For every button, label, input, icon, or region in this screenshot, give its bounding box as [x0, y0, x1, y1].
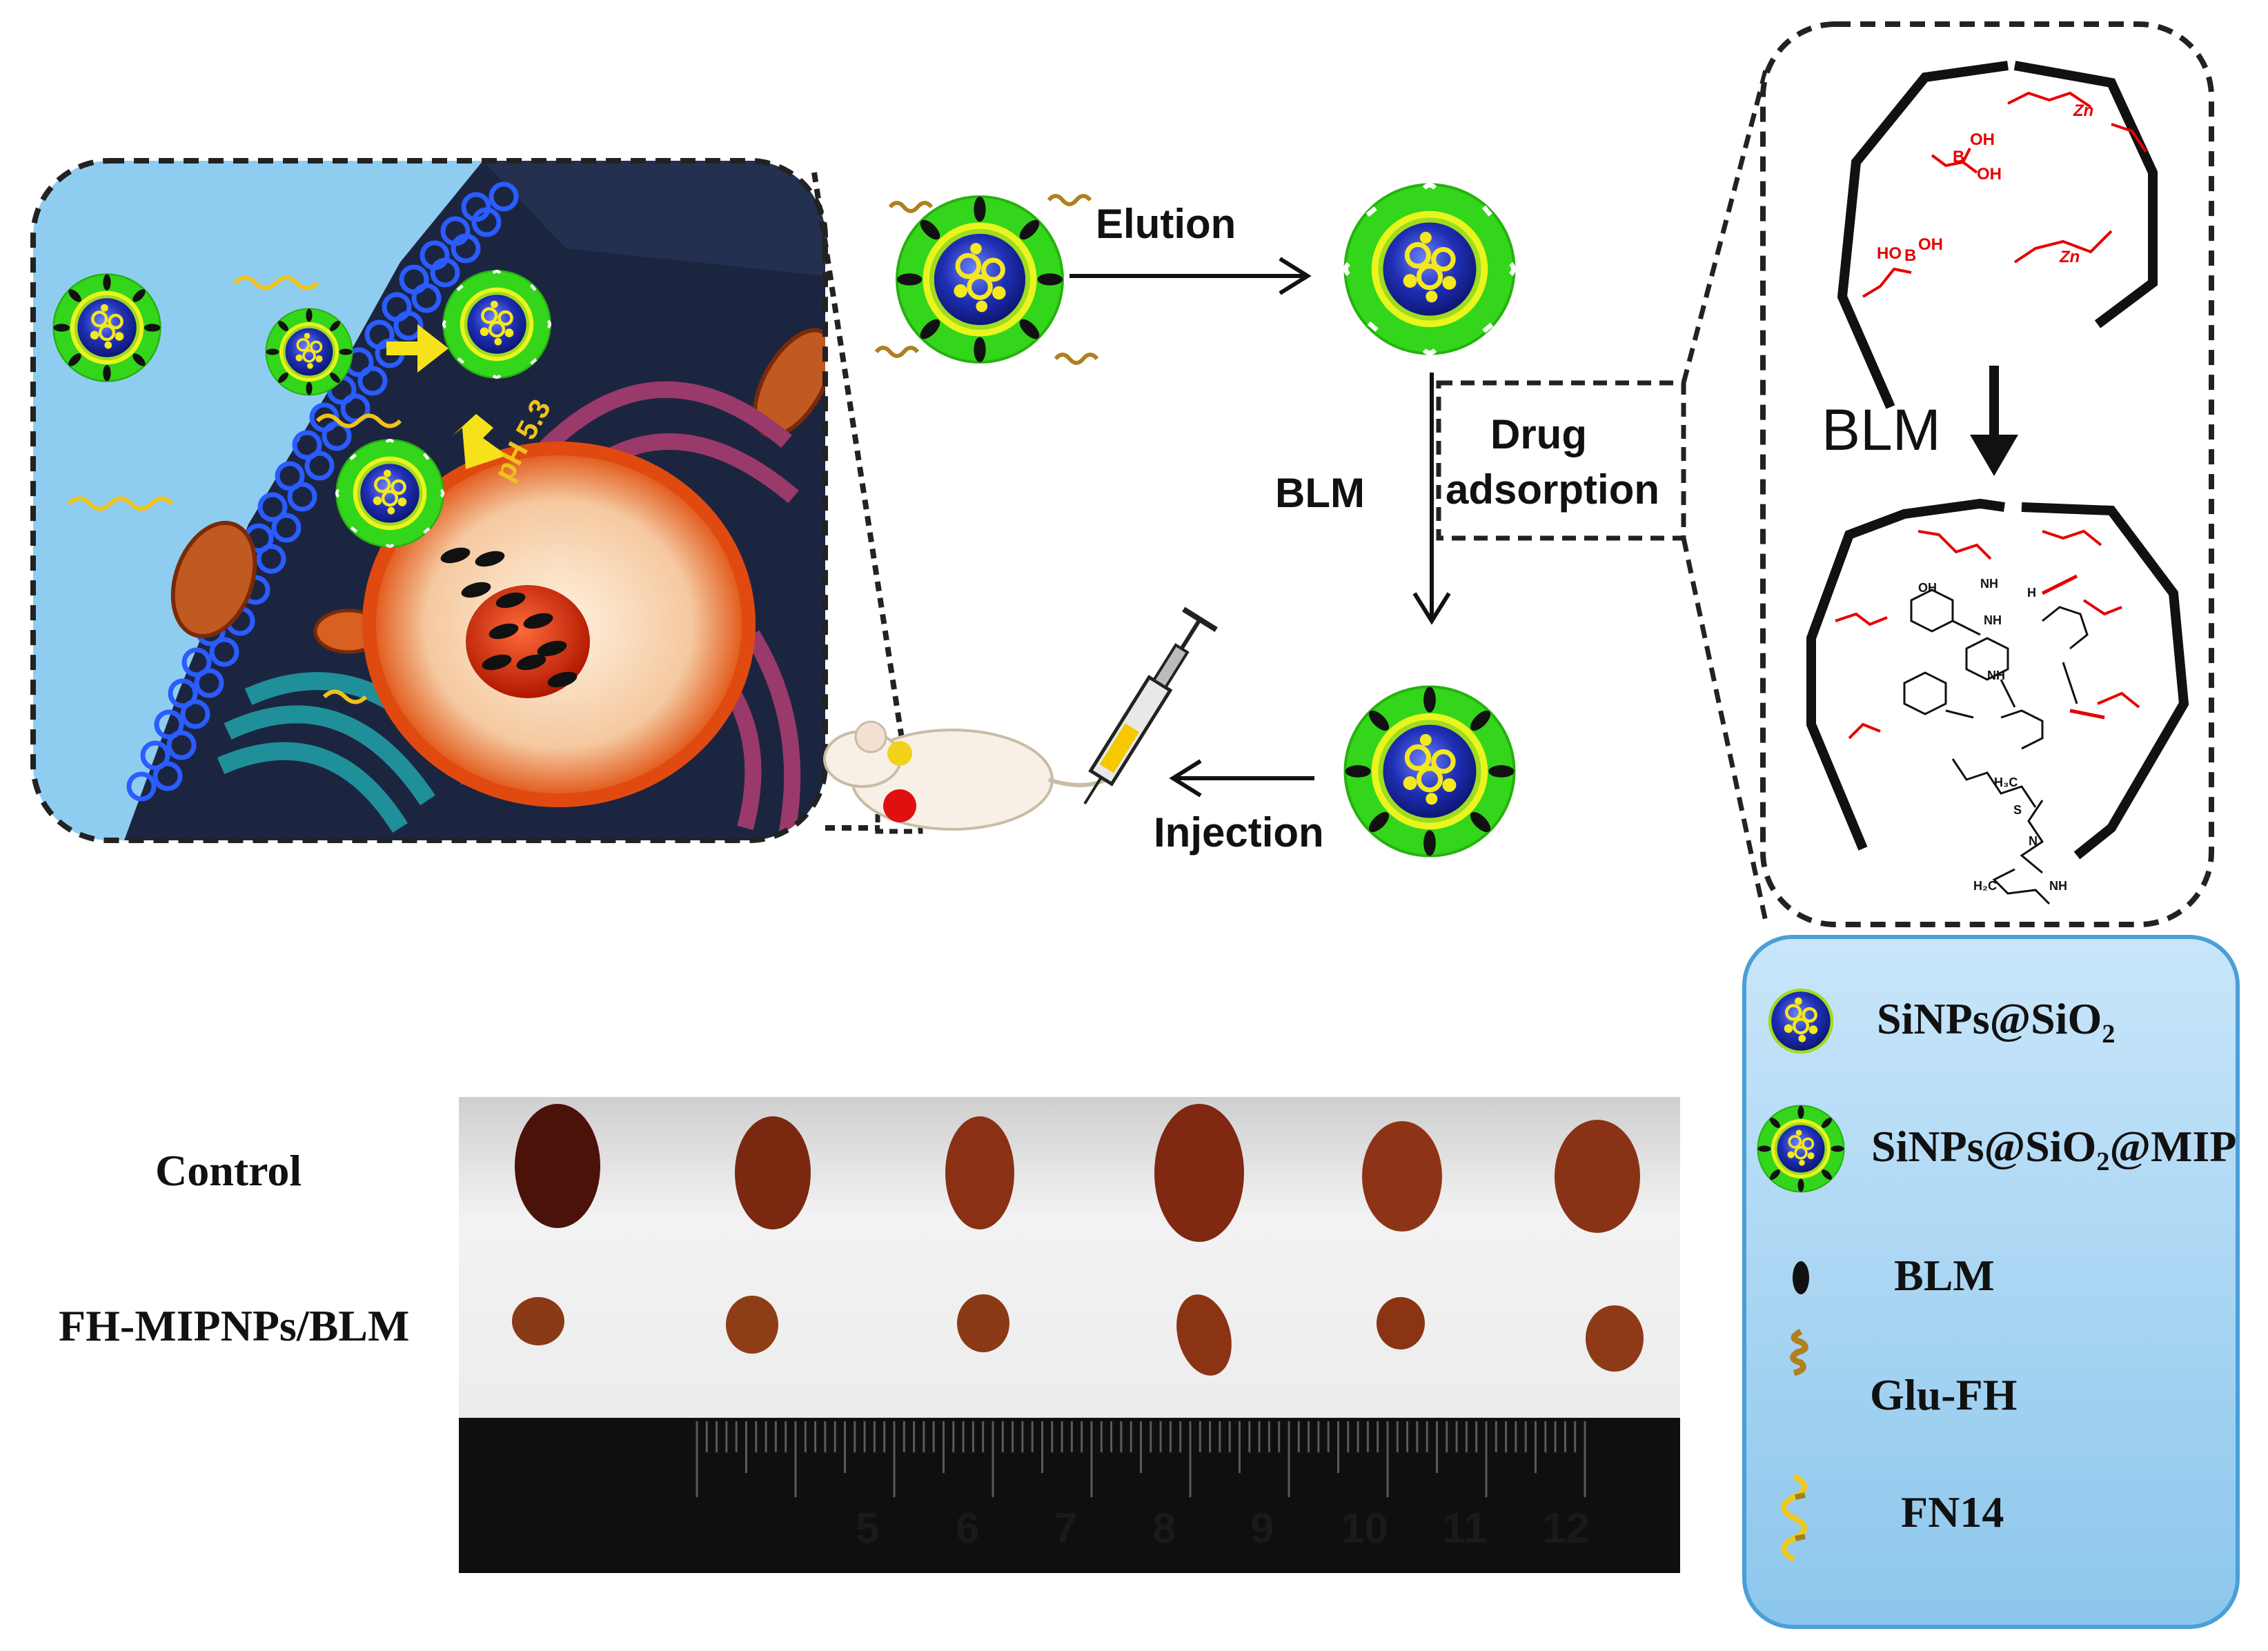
fn14-receptors — [67, 275, 402, 704]
legend-label-glu-fh: Glu-FH — [1870, 1370, 2018, 1419]
ruler-ticks — [696, 1421, 1586, 1497]
cell-np-1 — [54, 275, 161, 382]
cell-np-4 — [337, 440, 444, 547]
injection-arrow — [1169, 759, 1314, 798]
empty-cavity-chem-labels: OH OH B HO B OH Zn Zn — [1877, 101, 2093, 266]
chem-label-nh2: NH — [1984, 613, 2002, 627]
legend-label-blm: BLM — [1894, 1251, 1995, 1300]
ruler-number-8: 8 — [1152, 1505, 1176, 1552]
chem-label-n: N — [2029, 834, 2038, 848]
mip-nanoparticle-icon — [1758, 1106, 1844, 1192]
mitochondrion-1 — [170, 520, 257, 639]
zoom-connector-top — [811, 172, 907, 753]
elution-arrow — [1069, 257, 1312, 295]
syringe-icon — [1083, 606, 1218, 805]
np-eluted — [1345, 185, 1515, 354]
cell-np-2 — [266, 309, 353, 395]
legend-panel — [1742, 935, 2240, 1629]
nucleolus — [466, 585, 590, 698]
cavity-connector-bottom — [1681, 537, 1769, 925]
cavity-blm-label: BLM — [1822, 397, 1941, 462]
ruler-number-10: 10 — [1341, 1505, 1388, 1552]
adsorption-arrow — [1412, 373, 1451, 625]
empty-cavity-left-wall — [1837, 61, 2009, 409]
blm-flow-label: BLM — [1275, 470, 1365, 516]
ruler-number-5: 5 — [856, 1505, 880, 1552]
chem-label-nh1: NH — [1980, 577, 1998, 591]
ruler-number-9: 9 — [1250, 1505, 1274, 1552]
row-label-treated: FH-MIPNPs/BLM — [59, 1301, 410, 1350]
ruler-number-12: 12 — [1542, 1505, 1590, 1552]
empty-cavity-red-groups — [1862, 91, 2147, 298]
fn14-wave-icon — [1781, 1474, 1807, 1562]
legend-label-fn14: FN14 — [1901, 1487, 2004, 1536]
chem-label-b1: B — [1953, 148, 1964, 166]
yellow-arrow-down — [452, 414, 507, 469]
drug-adsorption-box — [1436, 380, 1686, 541]
chem-label-zn1: Zn — [2073, 101, 2093, 120]
chem-label-oh2: OH — [1977, 165, 2002, 184]
mouse-illustration — [823, 720, 1119, 831]
filled-cavity-left-wall — [1806, 498, 2005, 851]
empty-cavity-right-wall — [2013, 61, 2158, 328]
glu-fh-coil-icon — [1790, 1328, 1808, 1376]
ruler-number-11: 11 — [1442, 1505, 1488, 1552]
np-loaded — [1345, 687, 1515, 856]
cavity-connector-top — [1681, 67, 1769, 384]
blm-molecule — [1903, 589, 2089, 905]
zn-coordination-arrows — [2041, 574, 2105, 720]
blm-in-nucleus — [440, 547, 578, 688]
chem-label-h2c: H₂C — [1973, 879, 1997, 893]
treated-tumors — [512, 1294, 1644, 1376]
np-with-template — [874, 194, 1099, 365]
chem-label-s: S — [2013, 803, 2022, 817]
chem-label-oh4: OH — [1918, 581, 1937, 595]
injection-label: Injection — [1154, 809, 1324, 856]
ruler-number-7: 7 — [1054, 1505, 1078, 1552]
adsorption-label: adsorption — [1446, 466, 1659, 513]
chem-label-b2: B — [1904, 246, 1916, 265]
chem-label-oh1: OH — [1970, 130, 1995, 149]
legend-label-sinps-sio2: SiNPs@SiO₂ — [1877, 994, 2116, 1043]
blm-molecule-labels: NH H OH NH NH H₃C S N NH H₂C — [1918, 577, 2067, 893]
chem-label-ho: HO — [1877, 244, 1902, 263]
filled-cavity-right-wall — [2021, 502, 2189, 860]
chem-label-h3c: H₃C — [1994, 775, 2018, 789]
row-label-control: Control — [155, 1146, 302, 1195]
ruler-number-6: 6 — [956, 1505, 980, 1552]
cell-np-3 — [444, 271, 551, 378]
cell-panel — [30, 158, 828, 843]
chem-label-zn2: Zn — [2059, 248, 2080, 266]
legend-label-sinps-sio2-mip: SiNPs@SiO₂@MIP — [1871, 1122, 2237, 1171]
blm-ellipse-icon — [1793, 1261, 1809, 1294]
yellow-arrow-right — [386, 324, 448, 373]
drug-label: Drug — [1490, 411, 1587, 457]
core-nanoparticle-icon — [1770, 990, 1832, 1052]
blm-binding-arrow — [1970, 366, 2018, 476]
tumor-photo — [459, 1097, 1680, 1573]
chem-label-nh4: NH — [2049, 879, 2067, 893]
elution-label: Elution — [1096, 201, 1236, 247]
cavity-panel: OH OH B HO B OH Zn Zn — [1760, 21, 2214, 927]
chem-label-h1: H — [2027, 586, 2036, 600]
filled-cavity-red-groups — [1835, 529, 2140, 740]
chem-label-oh3: OH — [1918, 235, 1943, 254]
chem-label-nh3: NH — [1987, 669, 2005, 682]
control-tumors — [515, 1104, 1640, 1242]
